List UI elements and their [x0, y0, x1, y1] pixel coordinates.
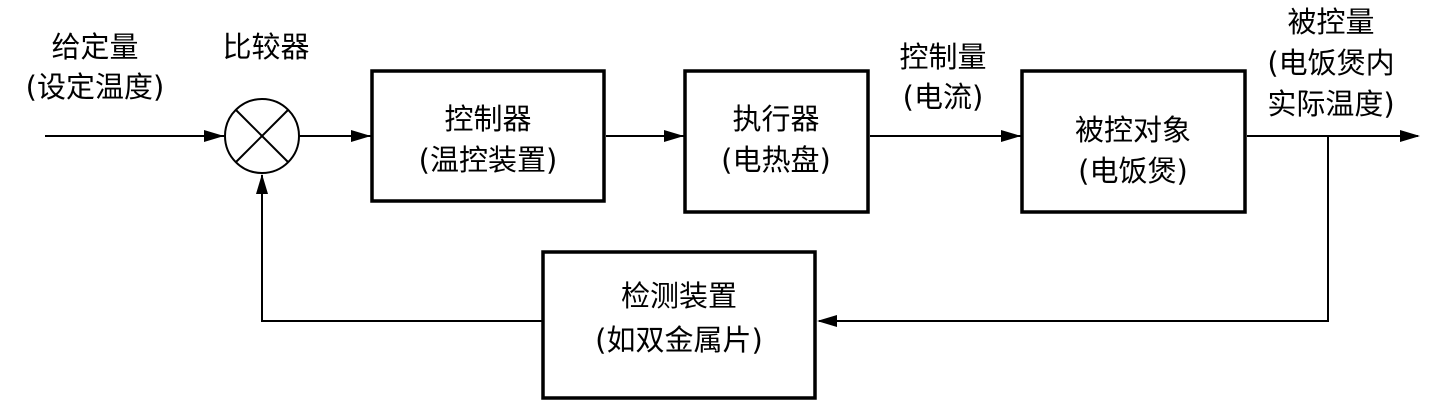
controlled-variable-label-line3: 实际温度)	[1267, 87, 1394, 121]
controller-block	[370, 69, 606, 203]
sensor-to-comparator-arrowhead	[256, 174, 268, 194]
input-arrowhead	[204, 130, 224, 142]
feedback-takeoff-line	[819, 136, 1329, 322]
sensor-block	[541, 250, 817, 400]
actuator-label-line2: (电热盘)	[721, 143, 831, 177]
actuator-label-line1: 执行器	[732, 102, 819, 136]
manipulated-variable-label-line2: (电流)	[903, 80, 984, 114]
actuator-to-plant-arrowhead	[1001, 130, 1021, 142]
controlled-variable-label-line1: 被控量	[1287, 5, 1374, 39]
sensor-to-comparator-line	[261, 175, 543, 322]
manipulated-variable-label-line1: 控制量	[899, 40, 986, 74]
comparator-label: 比较器	[222, 30, 309, 64]
sensor-label-line1: 检测装置	[621, 279, 737, 313]
plant-label-line1: 被控对象	[1075, 113, 1191, 147]
controlled-variable-label-line2: (电饭煲内	[1267, 46, 1394, 80]
actuator-block	[683, 69, 870, 214]
setpoint-label-line2: (设定温度)	[26, 70, 165, 104]
plant-label-line2: (电饭煲)	[1078, 154, 1188, 188]
feedback-to-sensor-arrowhead	[817, 315, 837, 327]
output-arrowhead	[1400, 130, 1420, 142]
controller-label-line1: 控制器	[444, 102, 531, 136]
plant-block	[1020, 69, 1247, 214]
comparator-symbol	[224, 98, 300, 174]
setpoint-label-line1: 给定量	[51, 30, 138, 64]
controller-to-actuator-arrowhead	[664, 130, 684, 142]
comparator-to-controller-arrowhead	[351, 130, 371, 142]
sensor-label-line2: (如双金属片)	[595, 323, 763, 357]
controller-label-line2: (温控装置)	[419, 143, 558, 177]
